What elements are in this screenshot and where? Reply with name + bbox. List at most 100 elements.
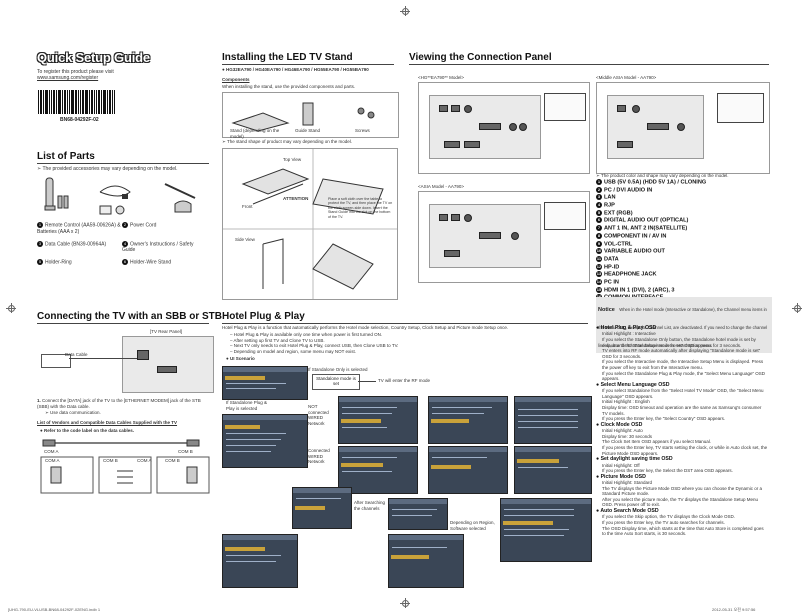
flow-if-standalone: If Standalone Plug & Play is selected bbox=[226, 400, 268, 411]
osd-screen-network bbox=[338, 446, 418, 494]
sbb-rule bbox=[37, 323, 209, 324]
crop-mark-left bbox=[6, 303, 16, 313]
connector-icon bbox=[186, 439, 200, 447]
step1-stand-icon bbox=[241, 168, 310, 195]
plug-title: Hotel Plug & Play bbox=[222, 311, 305, 322]
lan-port-icon bbox=[451, 214, 460, 221]
data-cable-line bbox=[69, 358, 137, 359]
cable-diagram-drawing bbox=[40, 439, 210, 494]
screw-icon bbox=[357, 107, 365, 115]
osd-screen-region bbox=[222, 534, 298, 588]
parts-drawing bbox=[44, 177, 196, 215]
side-view-label: Side View bbox=[235, 237, 255, 242]
panel1-label: <HG**EA790** Model> bbox=[418, 75, 465, 80]
panel2-tv-icon bbox=[717, 93, 764, 123]
flow-tv-enter: TV will enter the RF mode bbox=[378, 378, 431, 383]
footer-left: [UHG-790-EU-VLUSB-BN68-04292F-02ENG.indb… bbox=[8, 607, 101, 612]
plug-bullet: – Hotel Plug & Play is available only on… bbox=[230, 332, 383, 337]
ext-rgb-port-icon bbox=[479, 123, 501, 130]
ext-rgb-port-icon bbox=[647, 123, 669, 130]
stand-models: ● HG32EA790 / HG40EA790 / HG46EA790 / HG… bbox=[222, 67, 369, 72]
flow-not-connected: NOT connected WIRED Network bbox=[308, 404, 329, 426]
stand-steps-drawing bbox=[223, 149, 397, 299]
daylight-osd-title: ● Set daylight saving time OSD bbox=[596, 456, 673, 463]
register-text: To register this product please visit bbox=[37, 69, 114, 75]
stand-part-1: Stand (depending on the model) bbox=[230, 128, 280, 139]
top-view-label: Top View bbox=[283, 157, 302, 162]
osd-screen-clock bbox=[428, 396, 508, 444]
stand-shape-note: ➣ The stand shape of product may vary de… bbox=[222, 139, 353, 144]
auto-osd-title: ● Auto Search Mode OSD bbox=[596, 508, 659, 515]
flow-connected: Connected WIRED Network bbox=[308, 448, 330, 465]
clock-osd-title: ● Clock Mode OSD bbox=[596, 421, 643, 428]
holder-wire-stand-icon bbox=[174, 200, 192, 213]
power-plug-icon bbox=[122, 194, 128, 199]
stand-rule bbox=[222, 64, 394, 65]
panel3-figure bbox=[418, 191, 590, 283]
connection-rule bbox=[409, 64, 769, 65]
connection-note: ➣ The product color and shape may vary d… bbox=[596, 173, 729, 178]
osd-screen-language bbox=[222, 414, 308, 468]
stand-part-3: Screws bbox=[355, 128, 370, 133]
vendors-label: List of Vendors and Compatible Data Cabl… bbox=[37, 420, 178, 425]
stand-part-2: Guide Stand bbox=[295, 128, 321, 133]
plug-bullet: – Next TV only needs to exit Hotel Plug … bbox=[230, 343, 399, 349]
stb-box-icon bbox=[41, 354, 71, 368]
hdmi-port-icon bbox=[617, 141, 633, 148]
hotel-osd-title: ● Hotel Plug & Play OSD bbox=[596, 325, 657, 331]
components-note: When installing the stand, use the provi… bbox=[222, 84, 356, 89]
front-label: Front bbox=[242, 204, 253, 209]
rear-panel-label: [TV Rear Panel] bbox=[150, 329, 183, 334]
cable-diagram bbox=[37, 437, 213, 497]
ant-port-icon bbox=[519, 123, 527, 131]
remote-control-icon bbox=[45, 177, 54, 209]
sbb-figure bbox=[37, 336, 214, 393]
step3-side-icon bbox=[262, 238, 284, 289]
flow-arrow bbox=[358, 381, 376, 382]
stand-steps-figure bbox=[222, 148, 398, 300]
parts-title: List of Parts bbox=[37, 151, 95, 162]
battery-icon bbox=[57, 195, 63, 209]
crop-mark-bottom bbox=[400, 598, 410, 608]
osd-screen-keyboard bbox=[514, 396, 592, 444]
auto-osd-text: If you select the Skip option, the TV di… bbox=[602, 514, 764, 537]
ant-port-icon bbox=[509, 123, 517, 131]
audio-port-icon bbox=[464, 105, 472, 113]
plug-rule bbox=[222, 323, 588, 324]
notice-box: Notice When in the Hotel mode (Interacti… bbox=[596, 297, 772, 353]
barcode bbox=[38, 90, 116, 114]
hdmi-port-icon bbox=[444, 141, 460, 148]
osd-screen-setup bbox=[500, 498, 592, 562]
attention-label: ATTENTION bbox=[283, 196, 309, 201]
power-cord-icon bbox=[99, 185, 131, 197]
panel1-figure bbox=[418, 82, 590, 174]
footer-right: 2012-05-31 오전 9:57:56 bbox=[712, 607, 756, 612]
data-cable-label: Data Cable bbox=[65, 352, 88, 357]
parts-note: ➣ The provided accessories may vary depe… bbox=[37, 166, 178, 172]
stand-base-icon bbox=[231, 112, 290, 132]
ant-port-icon bbox=[677, 123, 685, 131]
step2-tv-icon bbox=[312, 178, 384, 215]
plug-bullets: – Hotel Plug & Play is available only on… bbox=[230, 332, 590, 354]
register-link[interactable]: www.samsung.com/register bbox=[37, 75, 99, 81]
data-jack-icon bbox=[137, 350, 149, 360]
picture-osd-title: ● Picture Mode OSD bbox=[596, 473, 646, 480]
flow-standalone-only: If Standalone Only is selected bbox=[308, 367, 368, 372]
osd-screen-picture bbox=[514, 446, 592, 494]
panel2-figure bbox=[596, 82, 770, 174]
connection-title: Viewing the Connection Panel bbox=[409, 52, 552, 63]
